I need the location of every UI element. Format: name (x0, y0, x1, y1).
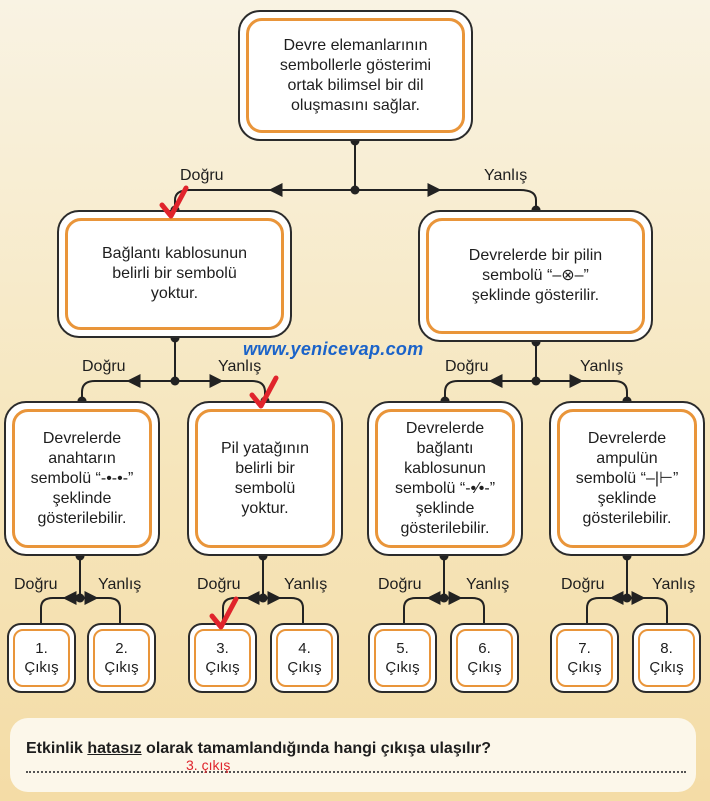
output-6: 6. Çıkış (467, 640, 502, 676)
label-true-2: Doğru (197, 576, 241, 593)
handwritten-answer: 3. çıkış (186, 757, 231, 773)
output-1: 1. Çıkış (24, 640, 59, 676)
question-part-2: olarak tamamlandığında hangi çıkışa ulaş… (141, 740, 492, 757)
label-false-1: Yanlış (98, 576, 142, 593)
label-true-3: Doğru (378, 576, 422, 593)
output-box-1: 1. Çıkış (7, 623, 76, 693)
root-statement: Devre elemanlarının sembollerle gösterim… (279, 36, 432, 114)
output-box-3: 3. Çıkış (188, 623, 257, 693)
output-box-6: 6. Çıkış (450, 623, 519, 693)
root-statement-box: Devre elemanlarının sembollerle gösterim… (238, 10, 473, 141)
output-8: 8. Çıkış (649, 640, 684, 676)
question-underlined: hatasız (87, 740, 142, 757)
output-7: 7. Çıkış (567, 640, 602, 676)
statement-1: Devrelerde anahtarın sembolü “-•-•-” şek… (30, 429, 134, 527)
statement-box-1: Devrelerde anahtarın sembolü “-•-•-” şek… (4, 401, 160, 556)
question-panel (10, 718, 696, 792)
output-box-2: 2. Çıkış (87, 623, 156, 693)
output-5: 5. Çıkış (385, 640, 420, 676)
label-false-3: Yanlış (466, 576, 510, 593)
question-part-1: Etkinlik (26, 740, 88, 757)
label-true-right: Doğru (445, 358, 489, 375)
label-false-4: Yanlış (652, 576, 696, 593)
watermark: www.yenicevap.com (243, 339, 424, 359)
output-3: 3. Çıkış (205, 640, 240, 676)
check-mark-icon (159, 185, 189, 219)
left-statement: Bağlantı kablosunun belirli bir sembolü … (102, 245, 247, 302)
right-statement: Devrelerde bir pilin sembolü “–⊗–” şekli… (468, 247, 603, 304)
label-false-left: Yanlış (218, 358, 262, 375)
statement-3: Devrelerde bağlantı kablosunun sembolü “… (394, 419, 496, 537)
check-mark-icon (209, 596, 239, 630)
statement-4: Devrelerde ampulün sembolü “–|⊢” şeklind… (575, 429, 679, 527)
question-text: Etkinlik hatasız olarak tamamlandığında … (26, 740, 491, 758)
label-false-root: Yanlış (484, 167, 528, 184)
label-true-root: Doğru (180, 167, 224, 184)
label-false-right: Yanlış (580, 358, 624, 375)
check-mark-icon (249, 375, 279, 409)
output-box-5: 5. Çıkış (368, 623, 437, 693)
statement-box-4: Devrelerde ampulün sembolü “–|⊢” şeklind… (549, 401, 705, 556)
label-false-2: Yanlış (284, 576, 328, 593)
right-statement-box: Devrelerde bir pilin sembolü “–⊗–” şekli… (418, 210, 653, 342)
output-4: 4. Çıkış (287, 640, 322, 676)
statement-box-3: Devrelerde bağlantı kablosunun sembolü “… (367, 401, 523, 556)
label-true-4: Doğru (561, 576, 605, 593)
output-box-7: 7. Çıkış (550, 623, 619, 693)
output-2: 2. Çıkış (104, 640, 139, 676)
statement-2: Pil yatağının belirli bir sembolü yoktur… (220, 439, 310, 517)
answer-dotted-line (26, 771, 686, 773)
left-statement-box: Bağlantı kablosunun belirli bir sembolü … (57, 210, 292, 338)
label-true-left: Doğru (82, 358, 126, 375)
statement-box-2: Pil yatağının belirli bir sembolü yoktur… (187, 401, 343, 556)
output-box-8: 8. Çıkış (632, 623, 701, 693)
label-true-1: Doğru (14, 576, 58, 593)
output-box-4: 4. Çıkış (270, 623, 339, 693)
